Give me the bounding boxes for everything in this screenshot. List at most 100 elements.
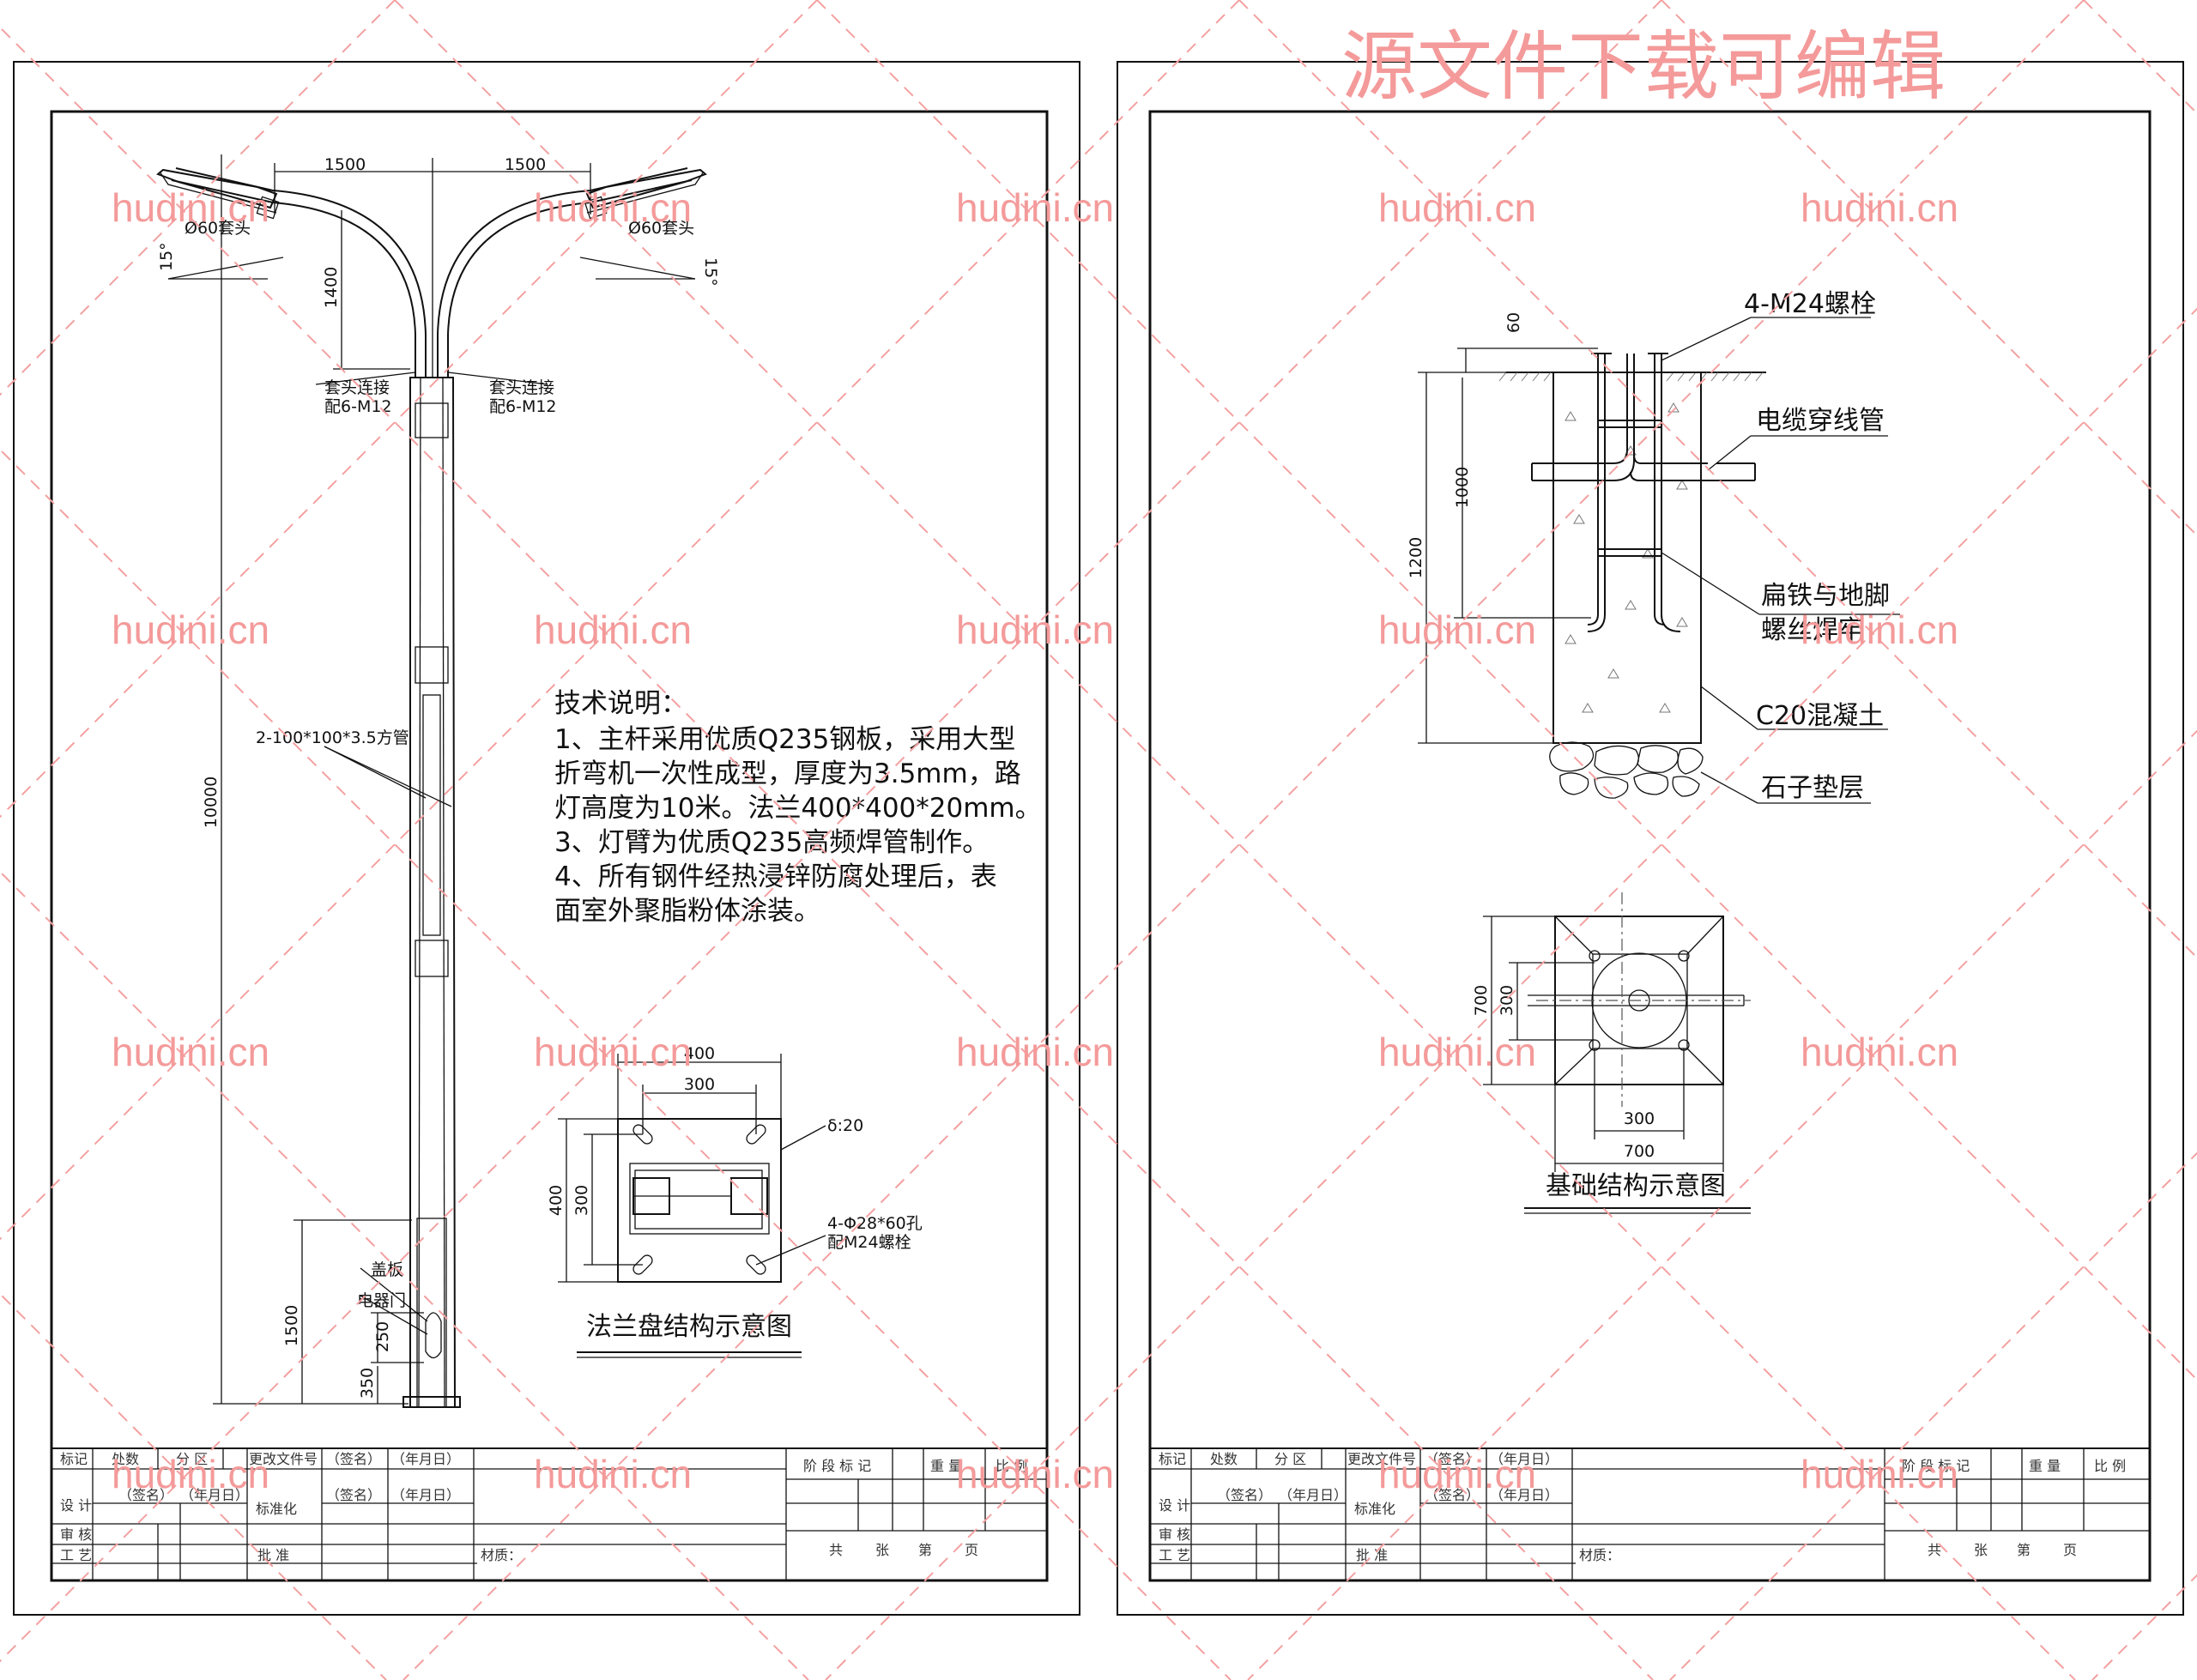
dim-door-bottom: 350 <box>358 1368 377 1399</box>
section-dim-top: 60 <box>1504 312 1523 333</box>
foundation-section-labels: 60 1000 1200 4-M24螺栓 电缆穿线管 扁铁与地脚 螺丝焊牢 C2… <box>1407 289 1890 803</box>
notes-line-5: 4、所有钢件经热浸锌防腐处理后，表 <box>554 861 997 892</box>
watermark-tile-text: hudini.cn <box>1801 1452 1958 1496</box>
watermark-tile-text: hudini.cn <box>956 1452 1114 1496</box>
label-angle-right: 15° <box>701 257 720 287</box>
plan-dim-outer-v: 700 <box>1472 985 1491 1016</box>
label-cap-left: Ø60套头 <box>185 219 251 238</box>
flange-holes-1: 4-Φ28*60孔 <box>827 1214 923 1233</box>
tb-r-change: 更改文件号 <box>1347 1451 1416 1467</box>
tb-r-zone: 分 区 <box>1274 1451 1306 1467</box>
label-cap-right: Ø60套头 <box>628 219 694 238</box>
watermark-tile-text: hudini.cn <box>1378 607 1536 652</box>
label-door-box: 电器门 <box>357 1291 406 1310</box>
tb-r-design-sign: （签名） <box>1217 1487 1272 1503</box>
tb-l-material: 材质： <box>481 1547 522 1563</box>
tb-l-mark: 标记 <box>60 1451 88 1467</box>
label-angle-left: 15° <box>157 242 176 271</box>
tb-l-change: 更改文件号 <box>249 1451 318 1467</box>
flange-title: 法兰盘结构示意图 <box>586 1312 792 1342</box>
watermark-tile-text: hudini.cn <box>534 1030 692 1074</box>
plan-dim-inner-v: 300 <box>1498 985 1516 1016</box>
watermark-tile-text: hudini.cn <box>534 607 692 652</box>
flange-dim-outer: 400 <box>684 1044 715 1063</box>
tb-l-date: （年月日） <box>391 1451 460 1467</box>
tb-r-no: 第 <box>2017 1542 2031 1558</box>
tb-r-count: 处数 <box>1210 1451 1238 1467</box>
watermark-tile-text: hudini.cn <box>534 1452 692 1496</box>
plan-dim-inner-h: 300 <box>1624 1109 1655 1128</box>
foundation-section <box>1418 317 1900 804</box>
title-block-left-text: 标记 处数 分 区 更改文件号 （签名） （年月日） 设 计 （签名） （年月日… <box>60 1451 1027 1563</box>
dim-door-size: 250 <box>373 1321 392 1352</box>
tb-r-page: 页 <box>2063 1542 2077 1558</box>
tb-l-scale: 比 例 <box>996 1458 1027 1474</box>
watermark-tile-text: hudini.cn <box>1801 1030 1958 1074</box>
tb-r-total: 共 <box>1928 1542 1941 1558</box>
tb-r-review: 审 核 <box>1159 1526 1190 1543</box>
tb-r-sheets: 张 <box>1974 1542 1988 1558</box>
tb-l-count: 处数 <box>112 1451 139 1467</box>
tb-r-standard: 标准化 <box>1354 1501 1395 1517</box>
label-stiffener: 2-100*100*3.5方管 <box>256 728 409 747</box>
tb-l-review: 审 核 <box>60 1526 92 1543</box>
watermark-tile-text: hudini.cn <box>534 185 692 230</box>
dim-pole-height: 10000 <box>202 777 221 828</box>
dim-arm-right: 1500 <box>505 155 546 174</box>
label-concrete: C20混凝土 <box>1756 701 1884 731</box>
tb-l-stage: 阶 段 标 记 <box>803 1458 871 1474</box>
flange-dim-inner: 300 <box>684 1075 715 1094</box>
tb-l-std-sign: （签名） <box>326 1487 381 1503</box>
flange-holes-2: 配M24螺栓 <box>827 1233 911 1252</box>
tb-l-approve: 批 准 <box>257 1547 289 1563</box>
notes-line-1: 1、主杆采用优质Q235钢板，采用大型 <box>554 724 1015 755</box>
tb-r-craft: 工 艺 <box>1159 1547 1190 1563</box>
plan-dim-outer-h: 700 <box>1624 1142 1655 1161</box>
section-dim-depth: 1200 <box>1407 537 1425 578</box>
notes-line-6: 面室外聚脂粉体涂装。 <box>554 896 820 927</box>
title-block-right <box>1149 1447 2151 1581</box>
tb-l-weight: 重 量 <box>930 1458 962 1474</box>
watermark-tile-text: hudini.cn <box>1801 607 1958 652</box>
tb-r-approve: 批 准 <box>1356 1547 1388 1563</box>
label-joint-left-1: 套头连接 <box>324 378 390 397</box>
watermark-tile-text: hudini.cn <box>956 185 1114 230</box>
tb-r-design-date: （年月日） <box>1279 1487 1347 1503</box>
tb-l-std-date: （年月日） <box>391 1487 460 1503</box>
watermark-tile-text: hudini.cn <box>1378 185 1536 230</box>
label-joint-left-2: 配6-M12 <box>324 397 392 416</box>
label-joint-right-1: 套头连接 <box>489 378 554 397</box>
title-block-left <box>51 1447 1048 1581</box>
notes-line-3: 灯高度为10米。法兰400*400*20mm。 <box>554 793 1042 824</box>
watermark-tile-text: hudini.cn <box>112 185 269 230</box>
tb-l-page: 页 <box>965 1542 978 1558</box>
flange-dim-height: 400 <box>547 1185 566 1216</box>
label-bolts: 4-M24螺栓 <box>1744 289 1876 319</box>
dim-arm-left: 1500 <box>324 155 366 174</box>
notes-line-2: 折弯机一次性成型，厚度为3.5mm，路 <box>554 758 1021 789</box>
foundation-plan <box>1483 892 1751 1214</box>
tb-l-zone: 分 区 <box>176 1451 208 1467</box>
watermark-tile-text: hudini.cn <box>112 1030 269 1074</box>
tb-r-std-date: （年月日） <box>1490 1487 1558 1503</box>
watermark-tile-text: hudini.cn <box>1378 1030 1536 1074</box>
tb-r-design: 设 计 <box>1159 1497 1190 1514</box>
watermark-tile-text: hudini.cn <box>1378 1452 1536 1496</box>
watermark-tile-text: hudini.cn <box>112 1452 269 1496</box>
flange-dim-height-inner: 300 <box>572 1185 591 1216</box>
plan-title: 基础结构示意图 <box>1546 1171 1726 1201</box>
label-gravel: 石子垫层 <box>1761 773 1864 803</box>
label-joint-right-2: 配6-M12 <box>489 397 557 416</box>
watermark-title: 源文件下载可编辑 <box>1341 22 1946 111</box>
tb-r-scale: 比 例 <box>2094 1458 2126 1474</box>
flange-thickness: δ:20 <box>827 1116 863 1135</box>
flange-labels: 400 300 400 300 δ:20 4-Φ28*60孔 配M24螺栓 法兰… <box>547 1044 923 1342</box>
technical-notes: 技术说明： 1、主杆采用优质Q235钢板，采用大型 折弯机一次性成型，厚度为3.… <box>554 688 1042 927</box>
tb-l-sign: （签名） <box>326 1451 381 1467</box>
label-door-cover: 盖板 <box>371 1260 403 1279</box>
tb-l-sheets: 张 <box>875 1542 889 1558</box>
watermark-tile-text: hudini.cn <box>112 607 269 652</box>
flange-plate-diagram <box>558 1054 826 1358</box>
